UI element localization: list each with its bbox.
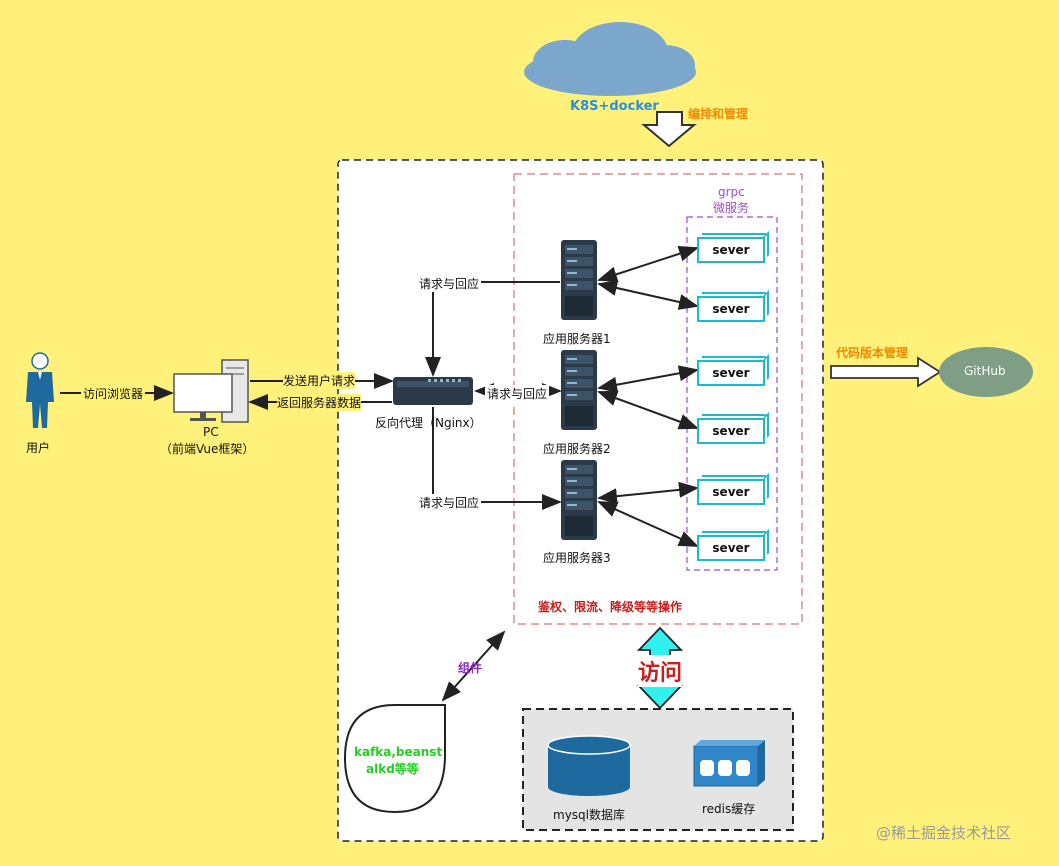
- send-request-label: 发送用户请求: [283, 372, 356, 389]
- microservice-6: sever: [697, 531, 766, 561]
- user-edge-label: 访问浏览器: [81, 385, 146, 402]
- component-label-1: kafka,beanst: [354, 745, 443, 759]
- microservice-1: sever: [697, 233, 766, 263]
- user-icon: [26, 352, 54, 428]
- mysql-label: mysql数据库: [553, 808, 625, 822]
- nginx-proxy-icon: [393, 377, 473, 405]
- microservice-3: sever: [697, 356, 766, 386]
- orchestration-arrow: [641, 111, 697, 148]
- grpc-subtitle: 微服务: [713, 201, 750, 215]
- redis-icon: [693, 740, 765, 787]
- grpc-boundary: [686, 216, 778, 571]
- proxy-label: 反向代理（Nginx）: [375, 416, 482, 430]
- component-node: [343, 704, 446, 814]
- redis-label: redis缓存: [702, 802, 756, 816]
- pc-label: PC: [203, 425, 219, 439]
- microservice-4: sever: [697, 414, 766, 444]
- microservice-2: sever: [697, 292, 766, 322]
- proxy-edge-bottom-label: 请求与回应: [417, 494, 482, 511]
- github-edge-label: 代码版本管理: [836, 346, 909, 360]
- server-1-icon: [561, 240, 597, 320]
- ops-label: 鉴权、限流、降级等等操作: [538, 600, 683, 614]
- access-label: 访问: [638, 655, 683, 687]
- pc-icon: [173, 359, 249, 423]
- server-3-label: 应用服务器3: [543, 551, 611, 565]
- github-node: [939, 347, 1033, 397]
- component-edge-label: 组件: [458, 661, 483, 675]
- return-data-label: 返回服务器数据: [277, 394, 362, 411]
- proxy-edge-middle-label: 请求与回应: [485, 385, 550, 402]
- grpc-title: grpc: [718, 185, 745, 199]
- mysql-icon: [547, 735, 631, 796]
- github-label: GitHub: [964, 364, 1006, 378]
- cloud-label: K8S+docker: [570, 99, 659, 114]
- server-1-label: 应用服务器1: [543, 332, 611, 346]
- proxy-edge-top-label: 请求与回应: [417, 275, 482, 292]
- server-2-icon: [561, 350, 597, 430]
- server-2-label: 应用服务器2: [543, 442, 611, 456]
- watermark: @稀土掘金技术社区: [876, 824, 1012, 842]
- github-arrow: [830, 356, 942, 388]
- pc-sublabel: （前端Vue框架）: [160, 442, 255, 456]
- server-3-icon: [561, 460, 597, 540]
- microservice-5: sever: [697, 475, 766, 505]
- component-label-2: alkd等等: [366, 762, 419, 776]
- user-label: 用户: [26, 441, 51, 455]
- orchestration-label: 编排和管理: [688, 107, 749, 121]
- cloud-icon: [524, 22, 696, 96]
